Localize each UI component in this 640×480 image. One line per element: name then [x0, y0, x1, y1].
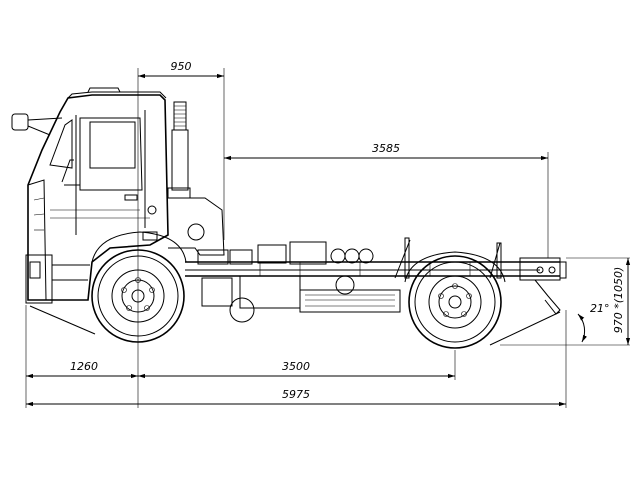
dim-950-label: 950 — [171, 60, 192, 73]
chassis-frame — [185, 237, 567, 323]
dim-3585-label: 3585 — [372, 142, 400, 155]
cab — [11, 87, 169, 304]
dim-3500-label: 3500 — [282, 360, 310, 373]
rear-wheel — [404, 251, 506, 349]
air-intake — [167, 101, 191, 199]
dimension-lines — [25, 68, 631, 408]
dim-970-label: 970 *(1050) — [612, 267, 625, 334]
truck-outline — [11, 87, 567, 349]
dim-1260-label: 1260 — [70, 360, 98, 373]
engine-cover — [142, 197, 225, 256]
dim-5975-label: 5975 — [282, 388, 310, 401]
departure-angle-label: 21° — [590, 302, 610, 315]
